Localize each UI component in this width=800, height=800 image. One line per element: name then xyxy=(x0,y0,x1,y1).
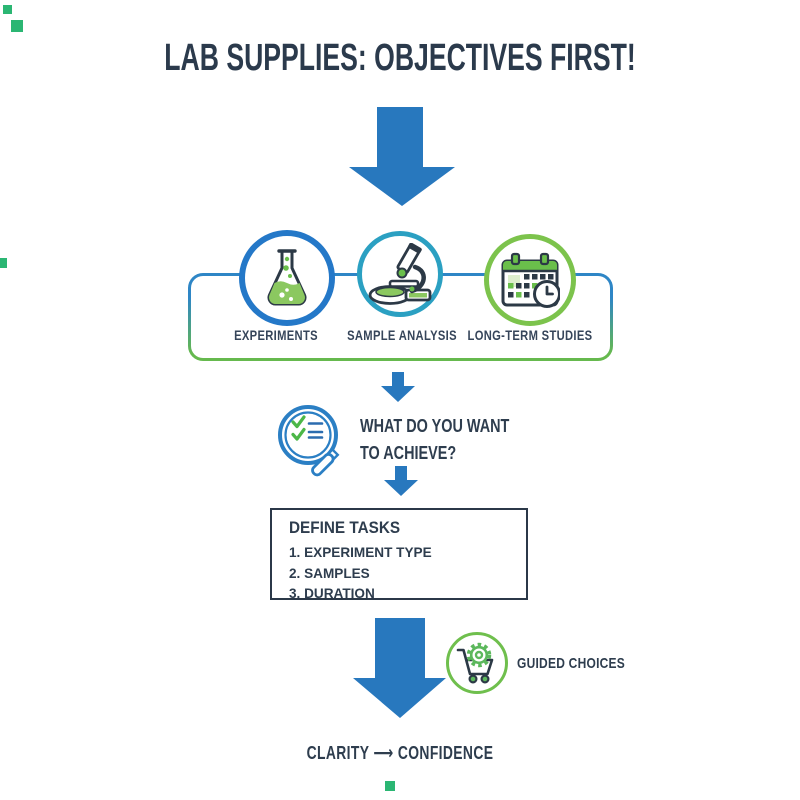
task-item-1: 1. EXPERIMENT TYPE xyxy=(289,544,432,560)
category-label-experiments: EXPERIMENTS xyxy=(234,327,318,343)
task-item-3: 3. DURATION xyxy=(289,585,375,601)
guided-choices-circle xyxy=(446,632,508,694)
category-circle-experiments xyxy=(239,230,335,326)
flask-icon xyxy=(267,249,307,306)
category-circle-long-term-studies xyxy=(484,234,576,326)
confetti-square xyxy=(0,258,7,268)
confetti-square xyxy=(3,5,12,14)
down-arrow-small-2 xyxy=(384,466,418,496)
category-label-long-term-studies: LONG-TERM STUDIES xyxy=(467,327,593,343)
footer-text: CLARITY ⟶ CONFIDENCE xyxy=(306,742,494,763)
page-title: LAB SUPPLIES: OBJECTIVES FIRST! xyxy=(164,37,636,79)
down-arrow-large-top xyxy=(349,107,455,206)
guided-choices-label: GUIDED CHOICES xyxy=(517,655,626,672)
question-text: WHAT DO YOU WANT TO ACHIEVE? xyxy=(360,412,509,466)
category-label-sample-analysis: SAMPLE ANALYSIS xyxy=(347,327,457,343)
checklist-magnifier-icon xyxy=(278,405,340,477)
tasks-box: DEFINE TASKS 1. EXPERIMENT TYPE 2. SAMPL… xyxy=(270,508,528,601)
question-line-1: WHAT DO YOU WANT xyxy=(360,415,510,436)
confetti-square xyxy=(385,781,395,791)
question-line-2: TO ACHIEVE? xyxy=(360,442,457,463)
category-circle-sample-analysis xyxy=(357,231,443,317)
tasks-title: DEFINE TASKS xyxy=(289,518,401,537)
calendar-clock-icon xyxy=(501,252,560,308)
down-arrow-large-bottom xyxy=(353,618,446,718)
down-arrow-small-1 xyxy=(381,372,415,402)
confetti-square xyxy=(11,20,23,32)
microscope-icon xyxy=(368,243,432,305)
cart-gear-icon xyxy=(456,642,494,684)
task-item-2: 2. SAMPLES xyxy=(289,564,370,581)
